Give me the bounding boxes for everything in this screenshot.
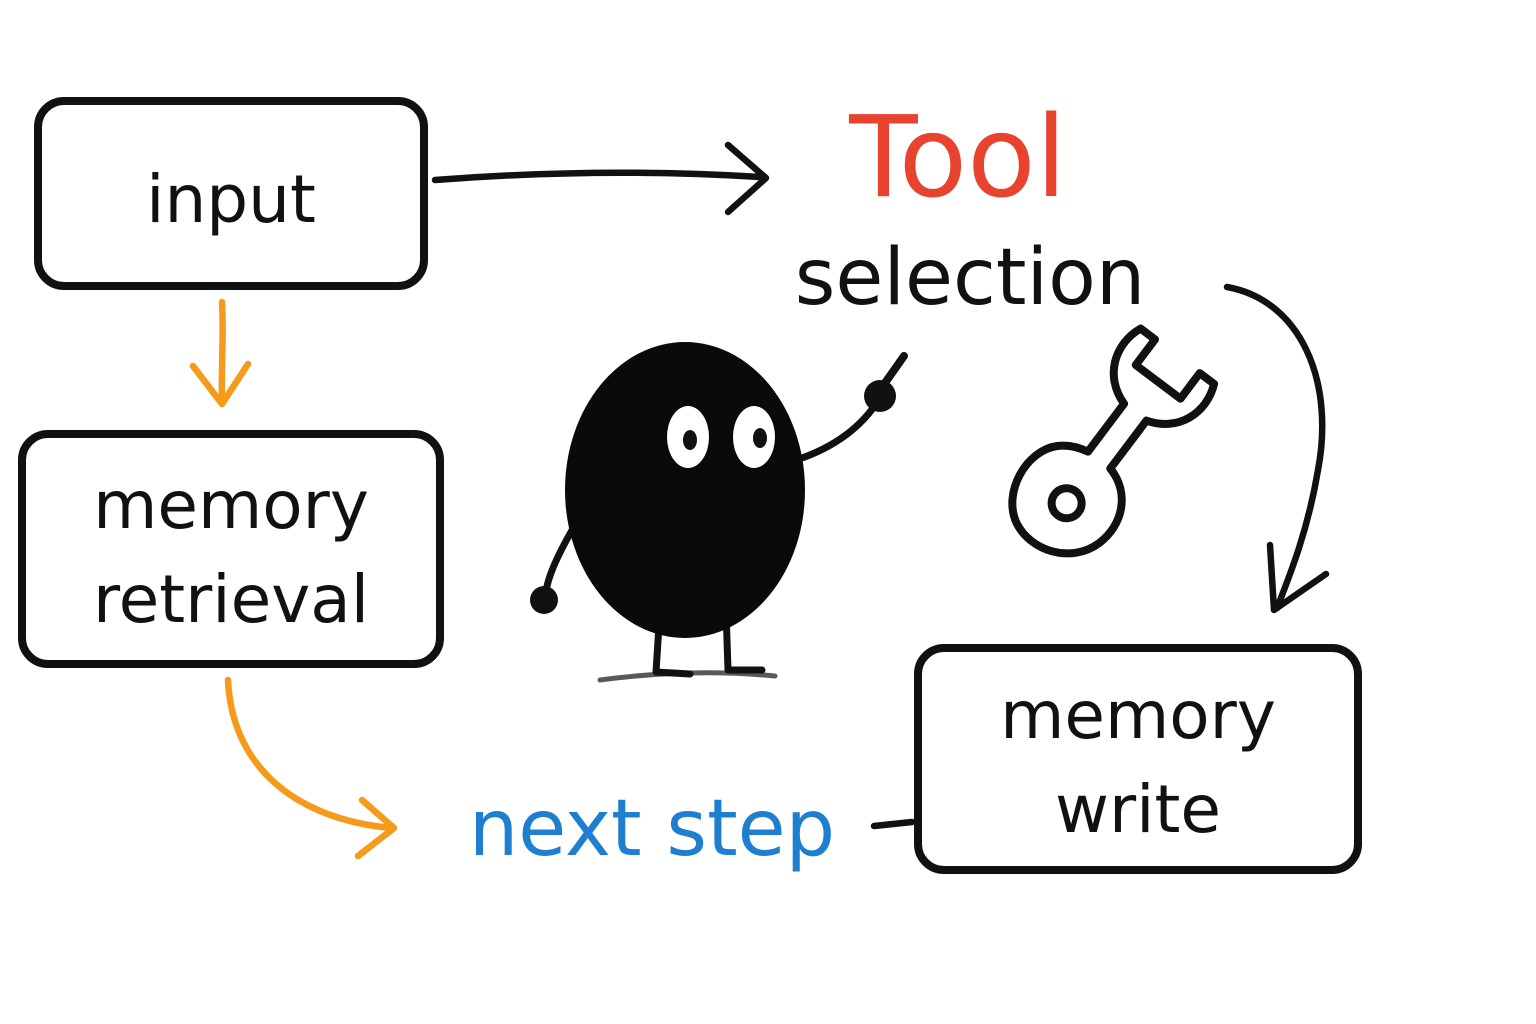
mascot-right-pupil [753, 428, 767, 448]
node-input-label: input [146, 161, 316, 238]
node-memory-write-box [914, 644, 1362, 874]
mascot-body [565, 342, 805, 638]
edge-tool-to-write-line [1223, 283, 1326, 612]
node-memory-write-line1: memory [1000, 677, 1276, 754]
mascot-left-pupil [683, 430, 697, 450]
edge-retrieval-to-next [224, 676, 398, 860]
edge-tool-to-write-head [1266, 541, 1330, 614]
wrench-shape [1008, 324, 1219, 558]
node-next-step-label: next step [469, 784, 835, 874]
node-memory-retrieval: memory retrieval [18, 430, 444, 668]
node-tool-subtitle: selection [795, 233, 1146, 323]
edge-tool-to-write [1223, 283, 1330, 614]
node-tool-selection: Tool selection [795, 93, 1146, 323]
edge-input-to-retrieval [189, 298, 252, 408]
node-memory-retrieval-box [18, 430, 444, 668]
node-tool-title: Tool [848, 93, 1067, 223]
wrench-ring-hole [1047, 484, 1086, 523]
edge-input-to-tool-head [724, 141, 770, 216]
edge-next-to-write [870, 818, 916, 830]
wrench-icon [1008, 324, 1219, 558]
mascot-right-arm [786, 400, 880, 466]
edge-retrieval-to-next-head [354, 796, 398, 860]
edge-input-to-retrieval-head [189, 360, 252, 408]
node-input-box [34, 97, 428, 290]
mascot-right-hand [864, 380, 896, 412]
mascot-left-hand [530, 586, 558, 614]
node-memory-write: memory write [914, 644, 1362, 874]
edge-input-to-tool-line [431, 169, 764, 184]
edge-input-to-tool [431, 141, 770, 216]
mascot-character [530, 342, 908, 683]
node-memory-retrieval-line2: retrieval [93, 561, 369, 638]
node-input: input [34, 97, 428, 290]
edge-retrieval-to-next-line [224, 676, 396, 832]
node-memory-retrieval-line1: memory [93, 467, 369, 544]
mascot-right-leg [722, 606, 766, 674]
node-memory-write-line2: write [1055, 771, 1221, 848]
mascot-pointing-finger [876, 352, 908, 394]
edge-input-to-retrieval-line [218, 298, 226, 406]
